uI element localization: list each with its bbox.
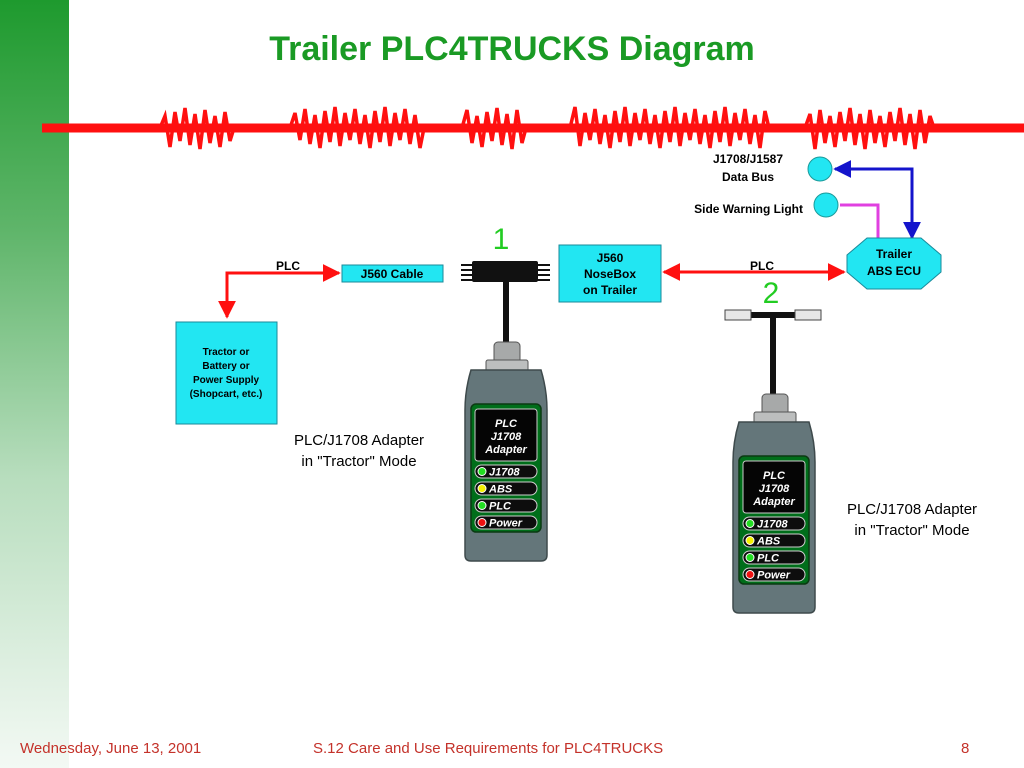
- indicator-pill: [474, 498, 538, 513]
- noise-burst-3: [460, 107, 528, 150]
- indicator-led-icon: [477, 518, 487, 527]
- power-box-line1: Tractor or: [203, 347, 250, 358]
- marker-2: 2: [763, 277, 780, 310]
- indicator-pill: [742, 567, 806, 582]
- footer-date: Wednesday, June 13, 2001: [20, 740, 202, 757]
- plc-arrow-left: [218, 264, 341, 319]
- indicator-led-icon: [745, 570, 755, 579]
- j560-plug-icon: [461, 261, 550, 282]
- adapter-screen-text: Adapter: [752, 496, 795, 508]
- data-bus-connector-icon: [807, 156, 833, 182]
- adapter-screen-text: J1708: [759, 483, 790, 495]
- indicator-led-icon: [745, 553, 755, 562]
- marker-1: 1: [493, 223, 510, 256]
- adapter-screen-text: PLC: [495, 418, 518, 430]
- power-box-line4: (Shopcart, etc.): [190, 389, 263, 400]
- indicator-label: Power: [489, 518, 523, 530]
- power-line: [42, 106, 1024, 150]
- data-bus-arrow: [833, 160, 921, 240]
- data-bus-label-line2: Data Bus: [722, 170, 774, 184]
- indicator-pill: [474, 464, 538, 479]
- adapter-screen-text: Adapter: [484, 444, 527, 456]
- indicator-label: Power: [757, 570, 791, 582]
- indicator-led-icon: [477, 467, 487, 476]
- footer-title: S.12 Care and Use Requirements for PLC4T…: [313, 740, 664, 757]
- adapter-screen: [474, 408, 538, 462]
- j560-cable-box: [341, 264, 444, 283]
- plc-label-left: PLC: [276, 259, 300, 273]
- indicator-pill: [742, 516, 806, 531]
- noise-burst-5: [803, 107, 936, 150]
- noise-burst-2: [288, 106, 426, 149]
- noise-burst-4: [568, 106, 771, 149]
- power-supply-box: [175, 321, 278, 425]
- noise-burst-1: [158, 107, 236, 150]
- nosebox-label-line3: on Trailer: [583, 283, 637, 297]
- power-box-line3: Power Supply: [193, 375, 260, 386]
- indicator-label: ABS: [488, 484, 513, 496]
- footer-page-number: 8: [961, 740, 970, 757]
- adapter-screen-text: J1708: [491, 431, 522, 443]
- indicator-pill: [474, 481, 538, 496]
- j560-nosebox: [558, 244, 662, 303]
- warning-light-wire: [840, 203, 880, 240]
- adapter-2-caption-line2: in "Tractor" Mode: [854, 522, 969, 539]
- indicator-label: PLC: [489, 501, 512, 513]
- noise-bursts: [158, 106, 936, 150]
- indicator-pill: [474, 515, 538, 530]
- indicator-led-icon: [477, 501, 487, 510]
- power-box-line2: Battery or: [202, 361, 249, 372]
- nosebox-label-line2: NoseBox: [584, 267, 636, 281]
- indicator-led-icon: [745, 536, 755, 545]
- plc-label-right: PLC: [750, 259, 774, 273]
- indicator-label: J1708: [489, 467, 520, 479]
- side-warning-light-label: Side Warning Light: [694, 202, 803, 216]
- ecu-label-line2: ABS ECU: [867, 264, 921, 278]
- data-bus-label-line1: J1708/J1587: [713, 152, 783, 166]
- indicator-label: J1708: [757, 519, 788, 531]
- adapter-screen-text: PLC: [763, 470, 786, 482]
- adapter-screen: [742, 460, 806, 514]
- ecu-label-line1: Trailer: [876, 247, 912, 261]
- page-title: Trailer PLC4TRUCKS Diagram: [269, 30, 755, 68]
- indicator-label: ABS: [756, 536, 781, 548]
- indicator-pill: [742, 533, 806, 548]
- indicator-led-icon: [745, 519, 755, 528]
- indicator-led-icon: [477, 484, 487, 493]
- indicator-label: PLC: [757, 553, 780, 565]
- nosebox-label-line1: J560: [597, 251, 624, 265]
- trailer-abs-ecu: [846, 237, 942, 290]
- j560-cable-label: J560 Cable: [361, 267, 424, 281]
- adapter-1-caption-line2: in "Tractor" Mode: [301, 453, 416, 470]
- side-warning-light-icon: [813, 192, 839, 218]
- adapter-2-caption-line1: PLC/J1708 Adapter: [847, 501, 977, 518]
- indicator-pill: [742, 550, 806, 565]
- adapter-1-caption-line1: PLC/J1708 Adapter: [294, 432, 424, 449]
